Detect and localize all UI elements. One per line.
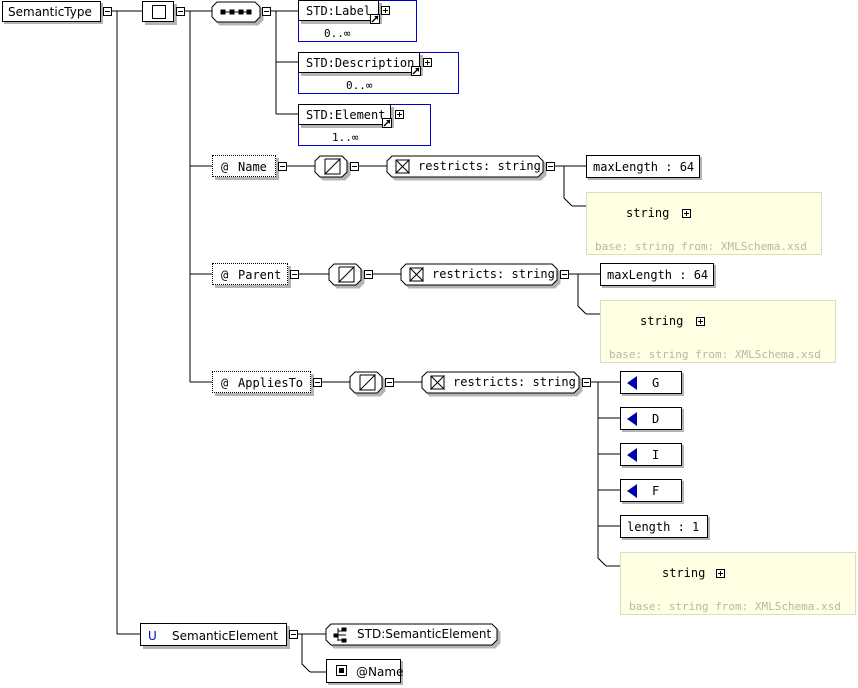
root-element-box[interactable]: SemanticType: [2, 1, 101, 22]
element-label-name: STD:Label: [306, 4, 372, 18]
enum-value: I: [652, 448, 660, 462]
simple-type-collapse-toggle[interactable]: [385, 378, 394, 387]
restriction-parent-label: restricts: string: [432, 267, 555, 281]
attribute-name-box[interactable]: @ Name: [212, 155, 276, 177]
element-description-expand-toggle[interactable]: [423, 58, 432, 67]
restriction-icon: [396, 160, 410, 174]
root-element-label: SemanticType: [8, 5, 92, 19]
base-type-label: string: [640, 314, 684, 328]
enum-d[interactable]: D: [620, 407, 682, 430]
root-collapse-toggle[interactable]: [103, 7, 112, 16]
at-symbol: @: [221, 268, 229, 282]
enum-value: F: [652, 484, 660, 498]
link-arrow-icon[interactable]: [411, 66, 421, 76]
element-element-name: STD:Element: [306, 108, 386, 122]
element-description-name: STD:Description: [306, 56, 415, 70]
enum-arrow-icon: [627, 484, 637, 498]
complex-type-box[interactable]: [142, 1, 174, 22]
element-label-occurs: 0..∞: [324, 27, 351, 40]
link-arrow-icon[interactable]: [370, 14, 380, 24]
facet-label: length : 1: [627, 520, 700, 534]
enum-arrow-icon: [627, 412, 637, 426]
attribute-parent-box[interactable]: @ Parent: [212, 263, 288, 285]
sequence-icon: [212, 2, 260, 22]
enum-i[interactable]: I: [620, 443, 682, 466]
enum-value: G: [652, 376, 660, 390]
element-label-expand-toggle[interactable]: [381, 6, 390, 15]
restriction-name-label: restricts: string: [418, 159, 541, 173]
element-element[interactable]: STD:Element: [298, 104, 391, 125]
field-box[interactable]: @Name: [326, 659, 404, 683]
element-element-expand-toggle[interactable]: [395, 110, 404, 119]
base-type-expand-toggle[interactable]: [682, 209, 691, 218]
enum-arrow-icon: [627, 448, 637, 462]
link-arrow-icon[interactable]: [382, 118, 392, 128]
field-icon: [336, 665, 347, 676]
simple-type-collapse-toggle[interactable]: [364, 270, 373, 279]
facet-length[interactable]: length : 1: [620, 515, 708, 538]
simple-type-icon: [315, 156, 347, 177]
base-note: base: string from: XMLSchema.xsd: [609, 348, 821, 361]
base-type-panel-appliesto: base: string from: XMLSchema.xsd: [620, 552, 856, 615]
base-type-label: string: [662, 566, 706, 580]
base-note: base: string from: XMLSchema.xsd: [629, 600, 841, 613]
restriction-icon: [431, 376, 445, 390]
selector-icon: [334, 628, 347, 642]
unique-badge: U: [148, 629, 157, 643]
element-label[interactable]: STD:Label: [298, 0, 379, 21]
base-type-panel-parent: base: string from: XMLSchema.xsd: [600, 300, 836, 363]
attribute-parent-label: Parent: [238, 268, 282, 282]
restriction-appliesto-label: restricts: string: [453, 375, 576, 389]
attribute-name-label: Name: [238, 160, 267, 174]
base-type-panel-name: base: string from: XMLSchema.xsd: [586, 192, 822, 255]
simple-type-collapse-toggle[interactable]: [350, 162, 359, 171]
base-type-expand-toggle[interactable]: [696, 317, 705, 326]
attribute-name-collapse-toggle[interactable]: [278, 162, 287, 171]
restriction-collapse-toggle[interactable]: [546, 162, 555, 171]
base-type-label: string: [626, 206, 670, 220]
at-symbol: @: [221, 160, 229, 174]
restriction-collapse-toggle[interactable]: [560, 270, 569, 279]
at-symbol: @: [221, 376, 229, 390]
facet-maxlength-parent[interactable]: maxLength : 64: [600, 263, 714, 286]
simple-type-icon: [329, 264, 361, 285]
element-element-occurs: 1..∞: [332, 131, 359, 144]
simple-type-icon: [350, 372, 382, 393]
unique-constraint-box[interactable]: U SemanticElement: [140, 623, 287, 646]
restriction-collapse-toggle[interactable]: [582, 378, 591, 387]
complex-type-collapse-toggle[interactable]: [176, 7, 185, 16]
attribute-parent-collapse-toggle[interactable]: [290, 270, 299, 279]
attribute-appliesto-box[interactable]: @ AppliesTo: [212, 371, 311, 393]
facet-label: maxLength : 64: [593, 160, 695, 174]
selector-label: STD:SemanticElement: [357, 627, 492, 641]
enum-arrow-icon: [627, 376, 637, 390]
complex-type-icon: [152, 5, 166, 19]
enum-g[interactable]: G: [620, 371, 682, 394]
enum-f[interactable]: F: [620, 479, 682, 502]
element-description[interactable]: STD:Description: [298, 52, 420, 73]
unique-label: SemanticElement: [172, 629, 278, 643]
enum-value: D: [652, 412, 660, 426]
base-note: base: string from: XMLSchema.xsd: [595, 240, 807, 253]
unique-collapse-toggle[interactable]: [289, 630, 298, 639]
restriction-icon: [410, 268, 424, 282]
facet-maxlength-name[interactable]: maxLength : 64: [586, 155, 700, 178]
element-description-occurs: 0..∞: [346, 79, 373, 92]
sequence-collapse-toggle[interactable]: [262, 7, 271, 16]
base-type-expand-toggle[interactable]: [716, 569, 725, 578]
facet-label: maxLength : 64: [607, 268, 709, 282]
attribute-appliesto-collapse-toggle[interactable]: [313, 378, 322, 387]
attribute-appliesto-label: AppliesTo: [238, 376, 304, 390]
field-label: @Name: [356, 665, 404, 679]
